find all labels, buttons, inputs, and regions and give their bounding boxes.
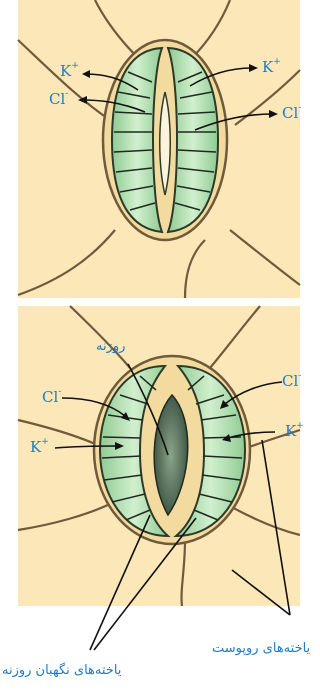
bottom-k-label-left: K+: [30, 440, 49, 455]
guard-cells-label: یاخته‌های نگهبان روزنه: [2, 664, 121, 677]
top-k-label-right: K+: [262, 60, 281, 75]
top-k-label-left: K+: [60, 64, 79, 79]
bottom-panel: [18, 306, 300, 606]
bottom-cl-label-right: Cl-: [282, 374, 301, 389]
epidermal-cells-label: یاخته‌های روپوست: [212, 642, 310, 655]
stoma-label: روزنه: [96, 340, 125, 353]
bottom-k-label-right: K+: [285, 424, 304, 439]
bottom-cl-label-left: Cl-: [42, 390, 61, 405]
top-cl-label-left: Cl-: [49, 92, 68, 107]
top-panel: [18, 0, 300, 298]
top-cl-label-right: Cl-: [282, 106, 301, 121]
